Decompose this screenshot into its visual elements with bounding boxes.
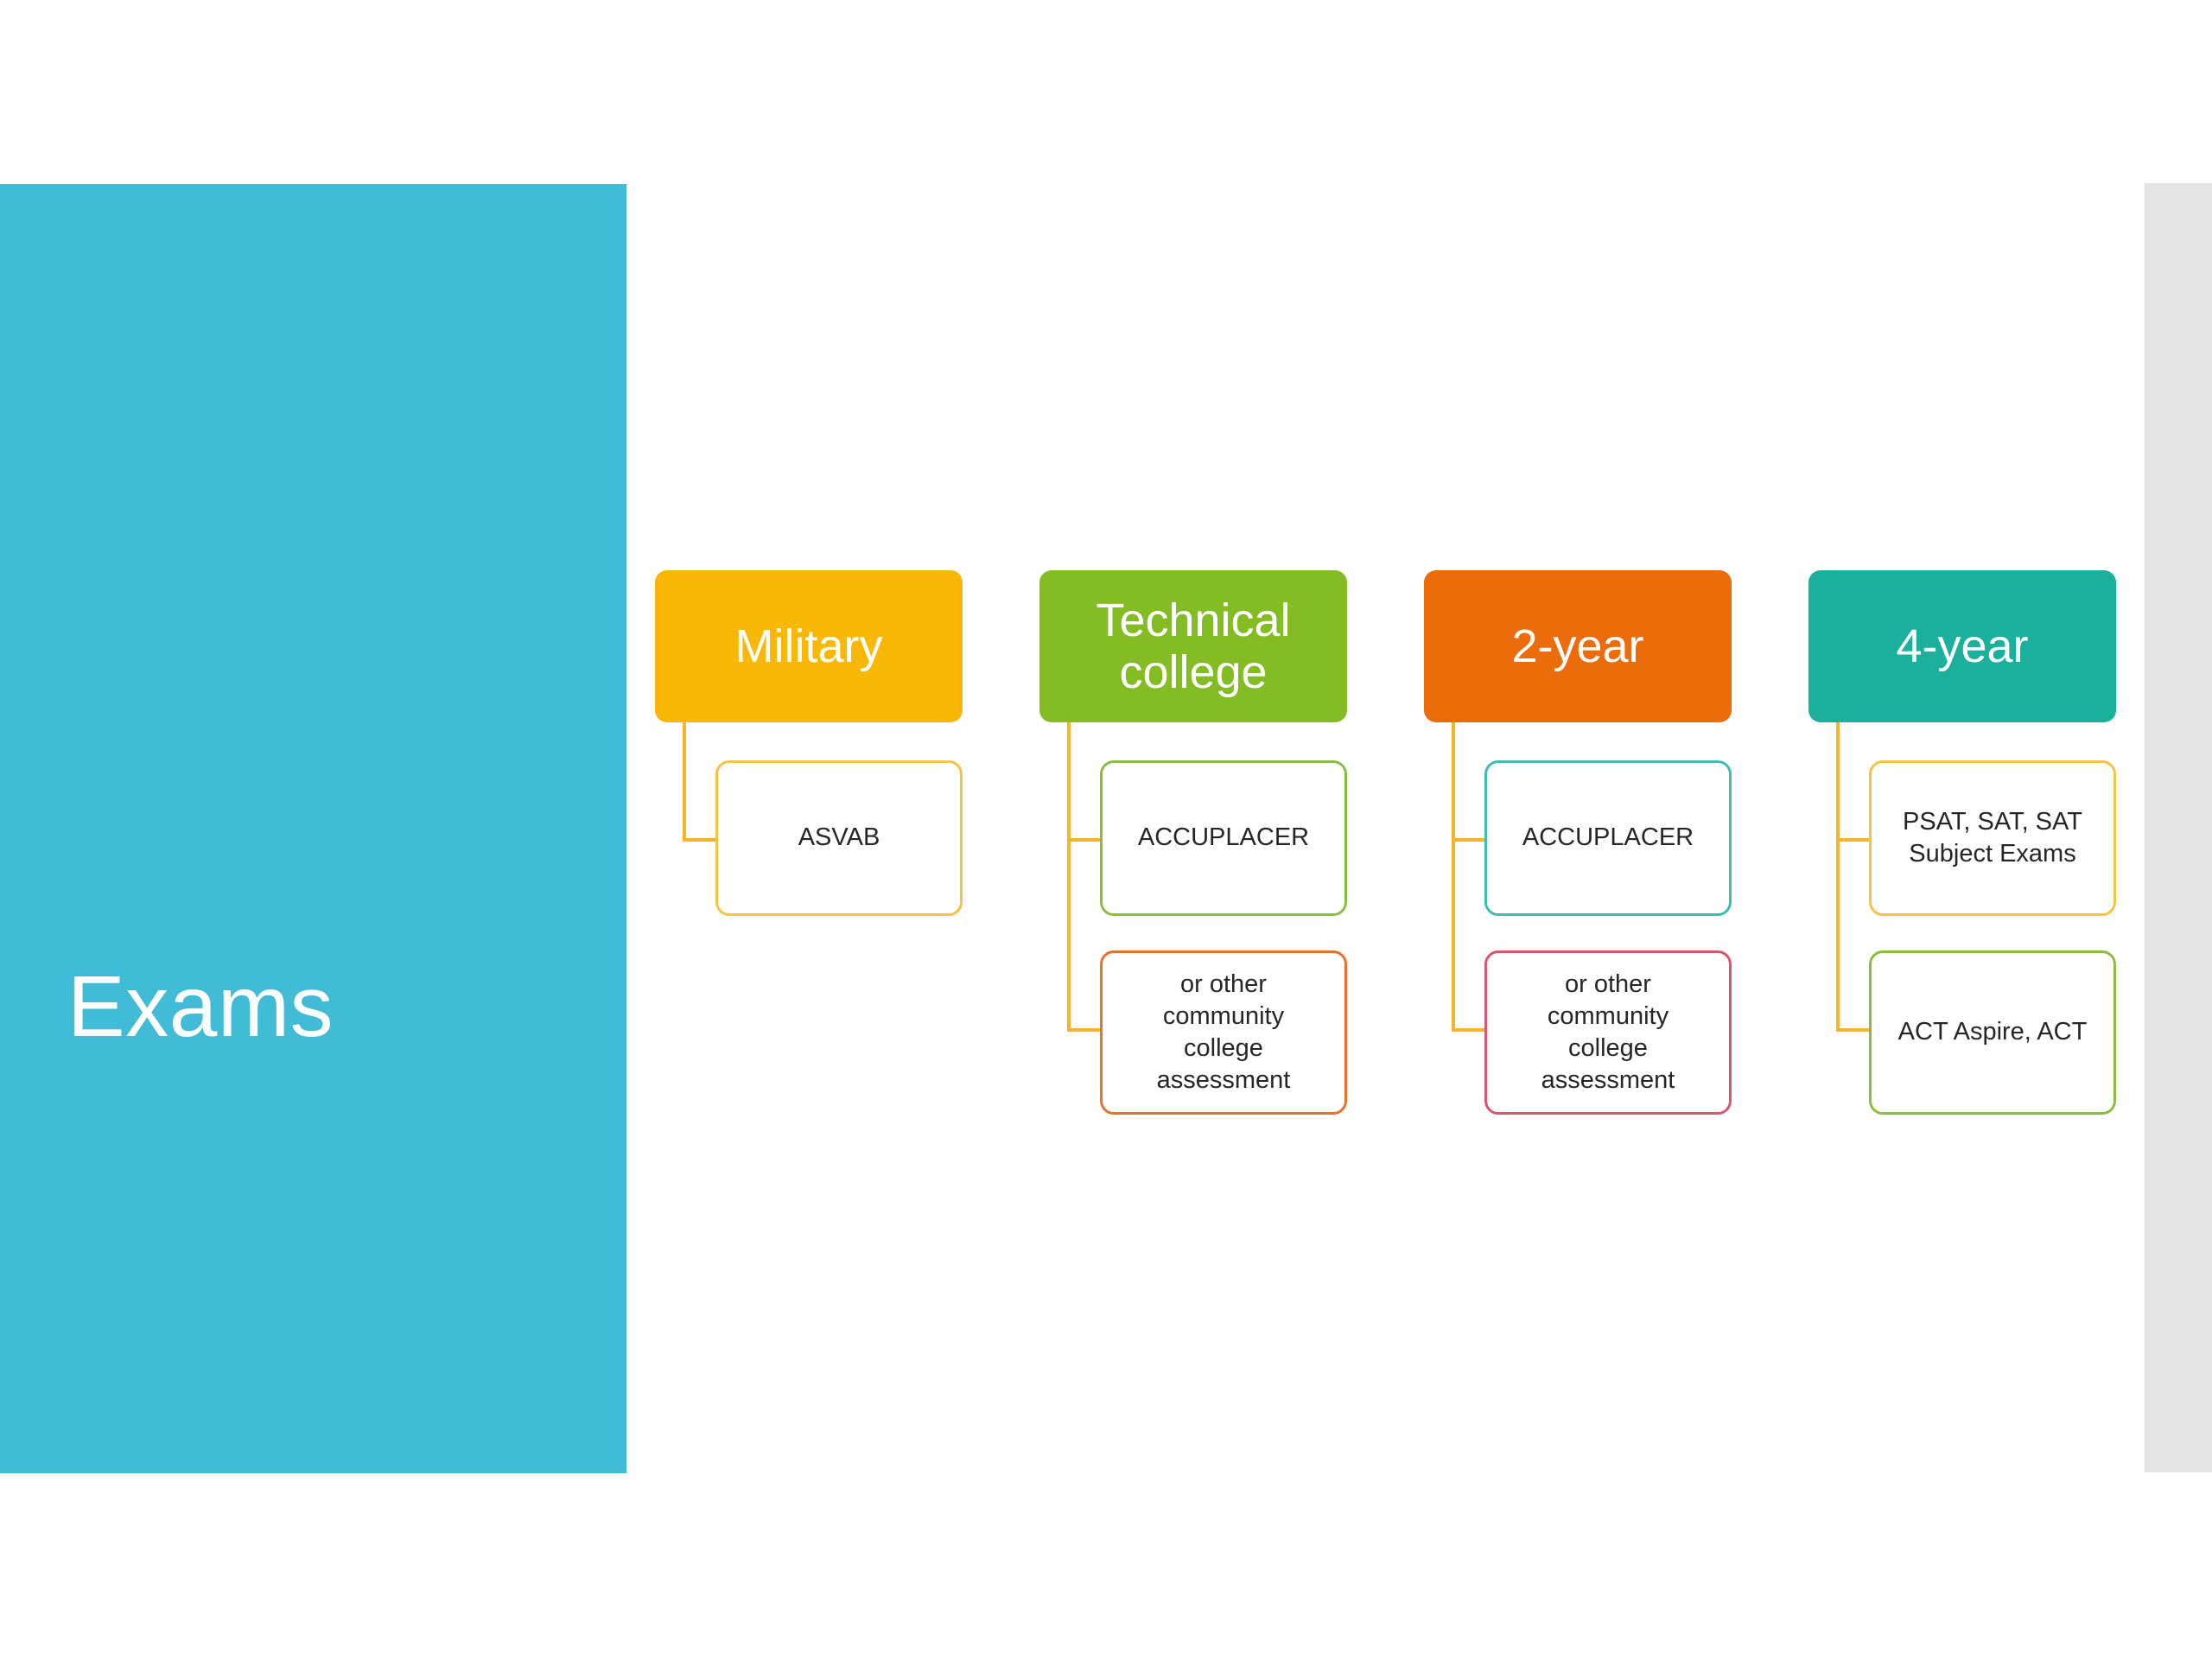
node-child-four-year-1[interactable]: PSAT, SAT, SAT Subject Exams [1869, 760, 2116, 916]
connector-vertical-two-year [1452, 722, 1455, 1032]
connector-horizontal-technical-1 [1067, 838, 1103, 842]
connector-horizontal-technical-2 [1067, 1028, 1103, 1032]
node-child-military-1-label: ASVAB [798, 823, 880, 852]
page-title: Exams [67, 958, 334, 1055]
right-gutter-band [2145, 183, 2212, 1472]
node-header-military[interactable]: Military [655, 570, 963, 722]
node-child-two-year-1-label: ACCUPLACER [1522, 823, 1694, 852]
connector-vertical-technical [1067, 722, 1071, 1032]
node-child-four-year-2[interactable]: ACT Aspire, ACT [1869, 950, 2116, 1115]
connector-horizontal-two-year-1 [1452, 838, 1488, 842]
node-header-two-year[interactable]: 2-year [1424, 570, 1732, 722]
connector-horizontal-four-year-2 [1836, 1028, 1872, 1032]
node-child-two-year-1[interactable]: ACCUPLACER [1484, 760, 1732, 916]
node-header-two-year-label: 2-year [1511, 620, 1644, 672]
title-panel: Exams [0, 184, 626, 1473]
connector-horizontal-two-year-2 [1452, 1028, 1488, 1032]
connector-horizontal-four-year-1 [1836, 838, 1872, 842]
node-header-four-year-label: 4-year [1896, 620, 2029, 672]
node-child-technical-2[interactable]: or other community college assessment [1100, 950, 1347, 1115]
node-header-four-year[interactable]: 4-year [1808, 570, 2116, 722]
node-child-two-year-2-label: or other community college assessment [1541, 969, 1675, 1095]
node-child-four-year-1-label: PSAT, SAT, SAT Subject Exams [1903, 807, 2082, 868]
node-child-four-year-2-label: ACT Aspire, ACT [1897, 1018, 2088, 1046]
node-child-two-year-2[interactable]: or other community college assessment [1484, 950, 1732, 1115]
connector-vertical-four-year [1836, 722, 1840, 1032]
node-child-technical-1-label: ACCUPLACER [1137, 823, 1310, 852]
node-header-technical[interactable]: Technical college [1039, 570, 1347, 722]
node-header-technical-label: Technical college [1096, 594, 1291, 698]
node-child-technical-2-label: or other community college assessment [1156, 969, 1291, 1095]
node-child-technical-1[interactable]: ACCUPLACER [1100, 760, 1347, 916]
connector-horizontal-military-1 [683, 838, 719, 842]
connector-vertical-military [683, 722, 686, 842]
node-header-military-label: Military [734, 620, 883, 672]
node-child-military-1[interactable]: ASVAB [715, 760, 963, 916]
